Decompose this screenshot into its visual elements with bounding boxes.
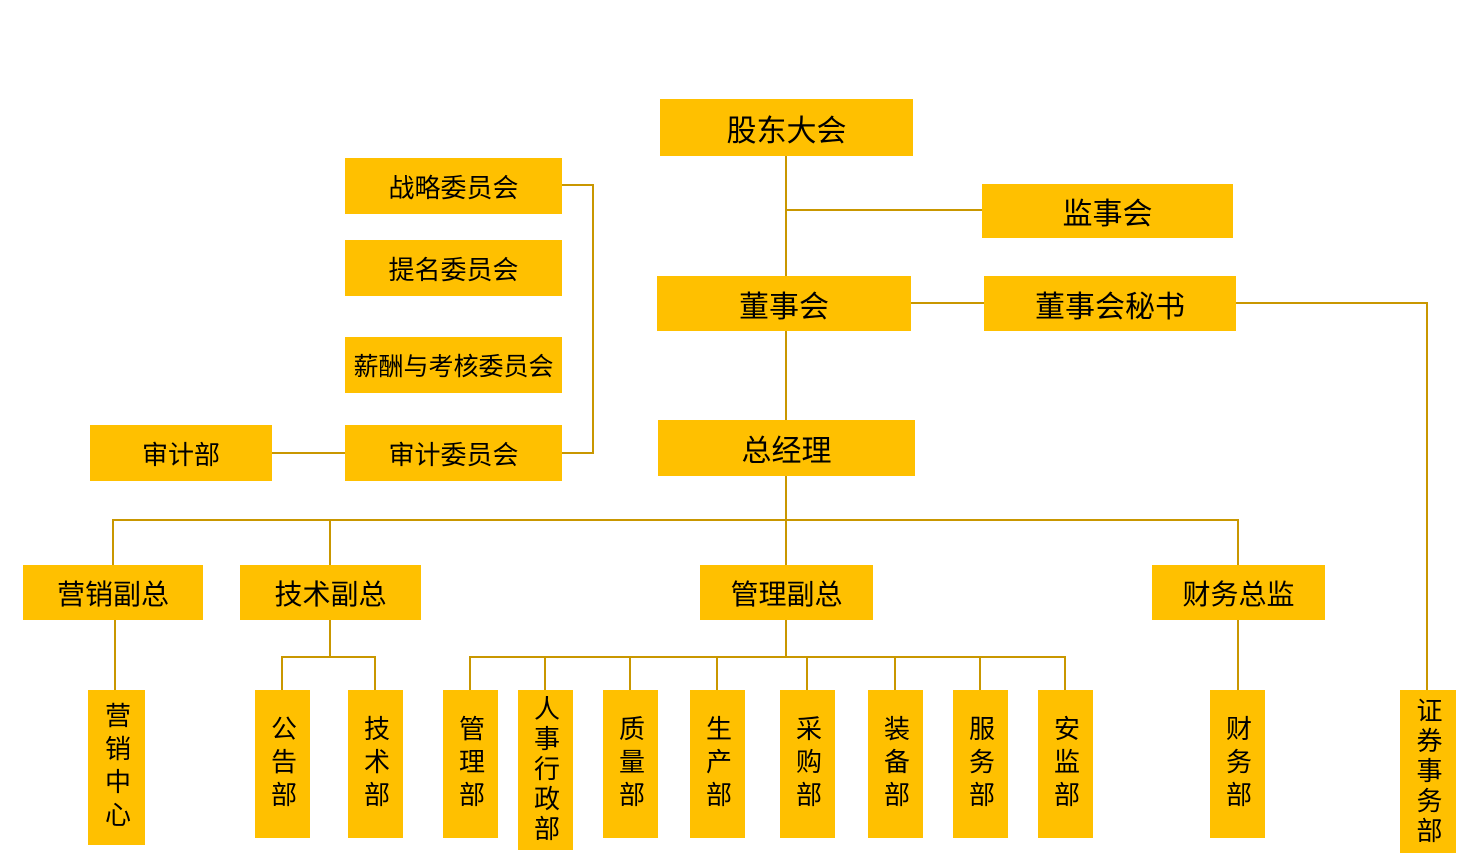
connector-to-supervisory bbox=[786, 209, 982, 211]
node-tech-vp: 技术副总 bbox=[240, 565, 421, 620]
node-securities-dept-label: 证券事务部 bbox=[1413, 696, 1443, 847]
node-production-dept-label: 生产部 bbox=[702, 714, 733, 814]
node-service-dept: 服务部 bbox=[953, 690, 1008, 838]
connector-drop-service bbox=[979, 656, 981, 690]
node-general-manager: 总经理 bbox=[658, 420, 915, 476]
connector-shareholders-board bbox=[785, 156, 787, 276]
node-hr-admin-dept: 人事行政部 bbox=[518, 690, 573, 850]
node-securities-dept: 证券事务部 bbox=[1400, 690, 1456, 853]
connector-cfo-finance bbox=[1237, 620, 1239, 690]
node-procurement-dept: 采购部 bbox=[780, 690, 835, 838]
node-marketing-vp: 营销副总 bbox=[23, 565, 203, 620]
node-marketing-center: 营销中心 bbox=[88, 690, 145, 845]
connector-gm-main-bus bbox=[112, 519, 1239, 521]
connector-drop-tech-vp bbox=[329, 519, 331, 565]
node-tech-dept-label: 技术部 bbox=[360, 714, 391, 814]
node-nomination-committee: 提名委员会 bbox=[345, 240, 562, 296]
connector-drop-announcement bbox=[281, 656, 283, 690]
connector-gm-down bbox=[785, 476, 787, 521]
node-quality-dept-label: 质量部 bbox=[615, 714, 646, 814]
node-announcement-dept-label: 公告部 bbox=[267, 714, 298, 814]
connector-drop-production bbox=[716, 656, 718, 690]
node-board-secretary: 董事会秘书 bbox=[984, 276, 1236, 331]
node-safety-dept-label: 安监部 bbox=[1050, 714, 1081, 814]
node-safety-dept: 安监部 bbox=[1038, 690, 1093, 838]
node-management-vp: 管理副总 bbox=[700, 565, 873, 620]
node-equipment-dept-label: 装备部 bbox=[880, 714, 911, 814]
connector-drop-safety bbox=[1064, 656, 1066, 690]
node-shareholders: 股东大会 bbox=[660, 99, 913, 156]
node-remuneration-committee: 薪酬与考核委员会 bbox=[345, 337, 562, 393]
connector-down-securities bbox=[1426, 302, 1428, 690]
connector-tech-bus bbox=[281, 656, 376, 658]
node-announcement-dept: 公告部 bbox=[255, 690, 310, 838]
connector-strategy-stub bbox=[562, 184, 594, 186]
node-tech-dept: 技术部 bbox=[348, 690, 403, 838]
node-audit-dept: 审计部 bbox=[90, 425, 272, 481]
node-hr-admin-dept-label: 人事行政部 bbox=[530, 695, 561, 845]
connector-committee-bracket bbox=[592, 184, 594, 454]
node-cfo: 财务总监 bbox=[1152, 565, 1325, 620]
connector-drop-hradmin bbox=[544, 656, 546, 690]
connector-board-secretary bbox=[911, 302, 984, 304]
connector-drop-cfo bbox=[1237, 519, 1239, 565]
connector-drop-marketing-vp bbox=[112, 519, 114, 565]
connector-audit-committee-stub bbox=[562, 452, 594, 454]
node-service-dept-label: 服务部 bbox=[965, 714, 996, 814]
node-management-dept: 管理部 bbox=[443, 690, 498, 838]
connector-marketingvp-center bbox=[114, 620, 116, 690]
node-board: 董事会 bbox=[657, 276, 911, 331]
connector-drop-quality bbox=[629, 656, 631, 690]
connector-drop-management-vp bbox=[785, 519, 787, 565]
connector-auditdept-auditcommittee bbox=[272, 452, 345, 454]
connector-mgmtvp-down bbox=[785, 620, 787, 658]
node-quality-dept: 质量部 bbox=[603, 690, 658, 838]
node-procurement-dept-label: 采购部 bbox=[792, 714, 823, 814]
connector-techvp-down bbox=[329, 620, 331, 658]
node-equipment-dept: 装备部 bbox=[868, 690, 923, 838]
node-management-dept-label: 管理部 bbox=[455, 714, 486, 814]
connector-drop-procurement bbox=[806, 656, 808, 690]
node-supervisory-board: 监事会 bbox=[982, 184, 1233, 238]
connector-drop-equipment bbox=[894, 656, 896, 690]
node-finance-dept-label: 财务部 bbox=[1222, 714, 1253, 814]
node-finance-dept: 财务部 bbox=[1210, 690, 1265, 838]
node-marketing-center-label: 营销中心 bbox=[101, 701, 132, 834]
connector-drop-techdept bbox=[374, 656, 376, 690]
node-strategy-committee: 战略委员会 bbox=[345, 158, 562, 214]
connector-board-gm bbox=[785, 331, 787, 420]
node-production-dept: 生产部 bbox=[690, 690, 745, 838]
node-audit-committee: 审计委员会 bbox=[345, 425, 562, 481]
connector-secretary-right bbox=[1236, 302, 1428, 304]
connector-drop-managementdept bbox=[469, 656, 471, 690]
connector-mgmt-bus bbox=[469, 656, 1066, 658]
